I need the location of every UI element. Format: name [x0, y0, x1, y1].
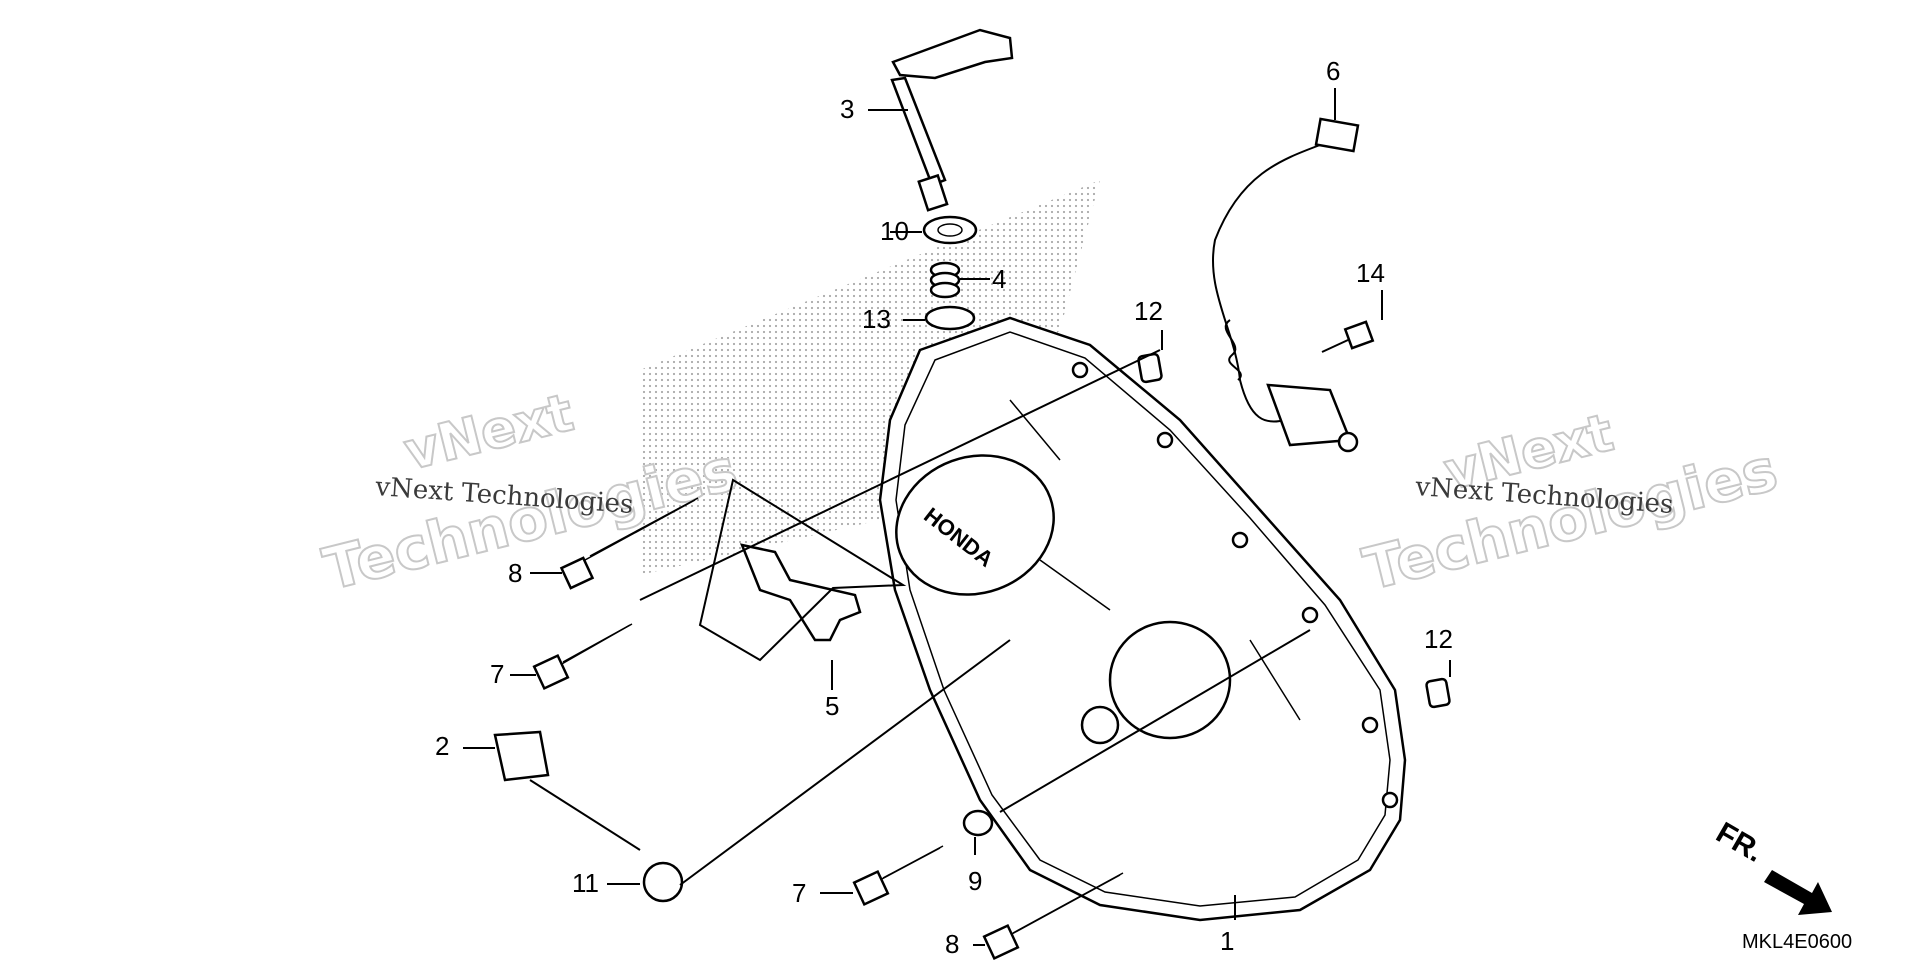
front-label: FR. [1711, 816, 1769, 869]
part-4-spring [929, 261, 961, 299]
part-6-sensor [1211, 117, 1360, 453]
callout-1: 1 [1220, 926, 1234, 956]
part-13-washer [924, 305, 976, 331]
part-2-dipstick [493, 730, 641, 851]
diagram-code: MKL4E0600 [1742, 931, 1852, 953]
callout-12-upper: 12 [1134, 296, 1163, 326]
callout-12-lower: 12 [1424, 624, 1453, 654]
part-14-bolt [1321, 320, 1375, 353]
callout-8-lower: 8 [945, 929, 959, 959]
part-8-bolt-upper [559, 497, 699, 590]
callout-14: 14 [1356, 258, 1385, 288]
front-direction-arrow: FR. [1711, 816, 1832, 915]
part-9-washer [962, 809, 994, 837]
watermark-right: vNext Technologies vNext Technologies [1356, 402, 1785, 605]
callout-11: 11 [572, 868, 599, 898]
part-12-dowel-right [1425, 677, 1451, 709]
callout-9: 9 [968, 866, 982, 896]
callout-6: 6 [1326, 56, 1340, 86]
callout-7-lower: 7 [792, 878, 806, 908]
part-7-bolt-upper [532, 623, 633, 691]
part-3-shaft [890, 28, 1014, 212]
part-10-oil-seal [922, 215, 978, 245]
callout-3: 3 [840, 94, 854, 124]
callout-7-upper: 7 [490, 659, 504, 689]
part-11-o-ring [642, 861, 684, 903]
callout-8-upper: 8 [508, 558, 522, 588]
callout-2: 2 [435, 731, 449, 761]
part-8-bolt-lower [982, 872, 1124, 960]
right-crankcase-cover: HONDA [878, 316, 1407, 922]
part-7-bolt-lower [852, 845, 944, 907]
watermark-line1: vNext [399, 383, 580, 483]
callout-13: 13 [862, 304, 891, 334]
part-5-bracket [739, 543, 862, 642]
callout-5: 5 [825, 691, 839, 721]
callout-4: 4 [992, 264, 1006, 294]
leader-lines [463, 88, 1451, 946]
callout-10: 10 [880, 216, 909, 246]
callouts: 1 2 3 4 5 6 7 7 8 8 9 10 11 12 12 13 14 [435, 56, 1453, 959]
